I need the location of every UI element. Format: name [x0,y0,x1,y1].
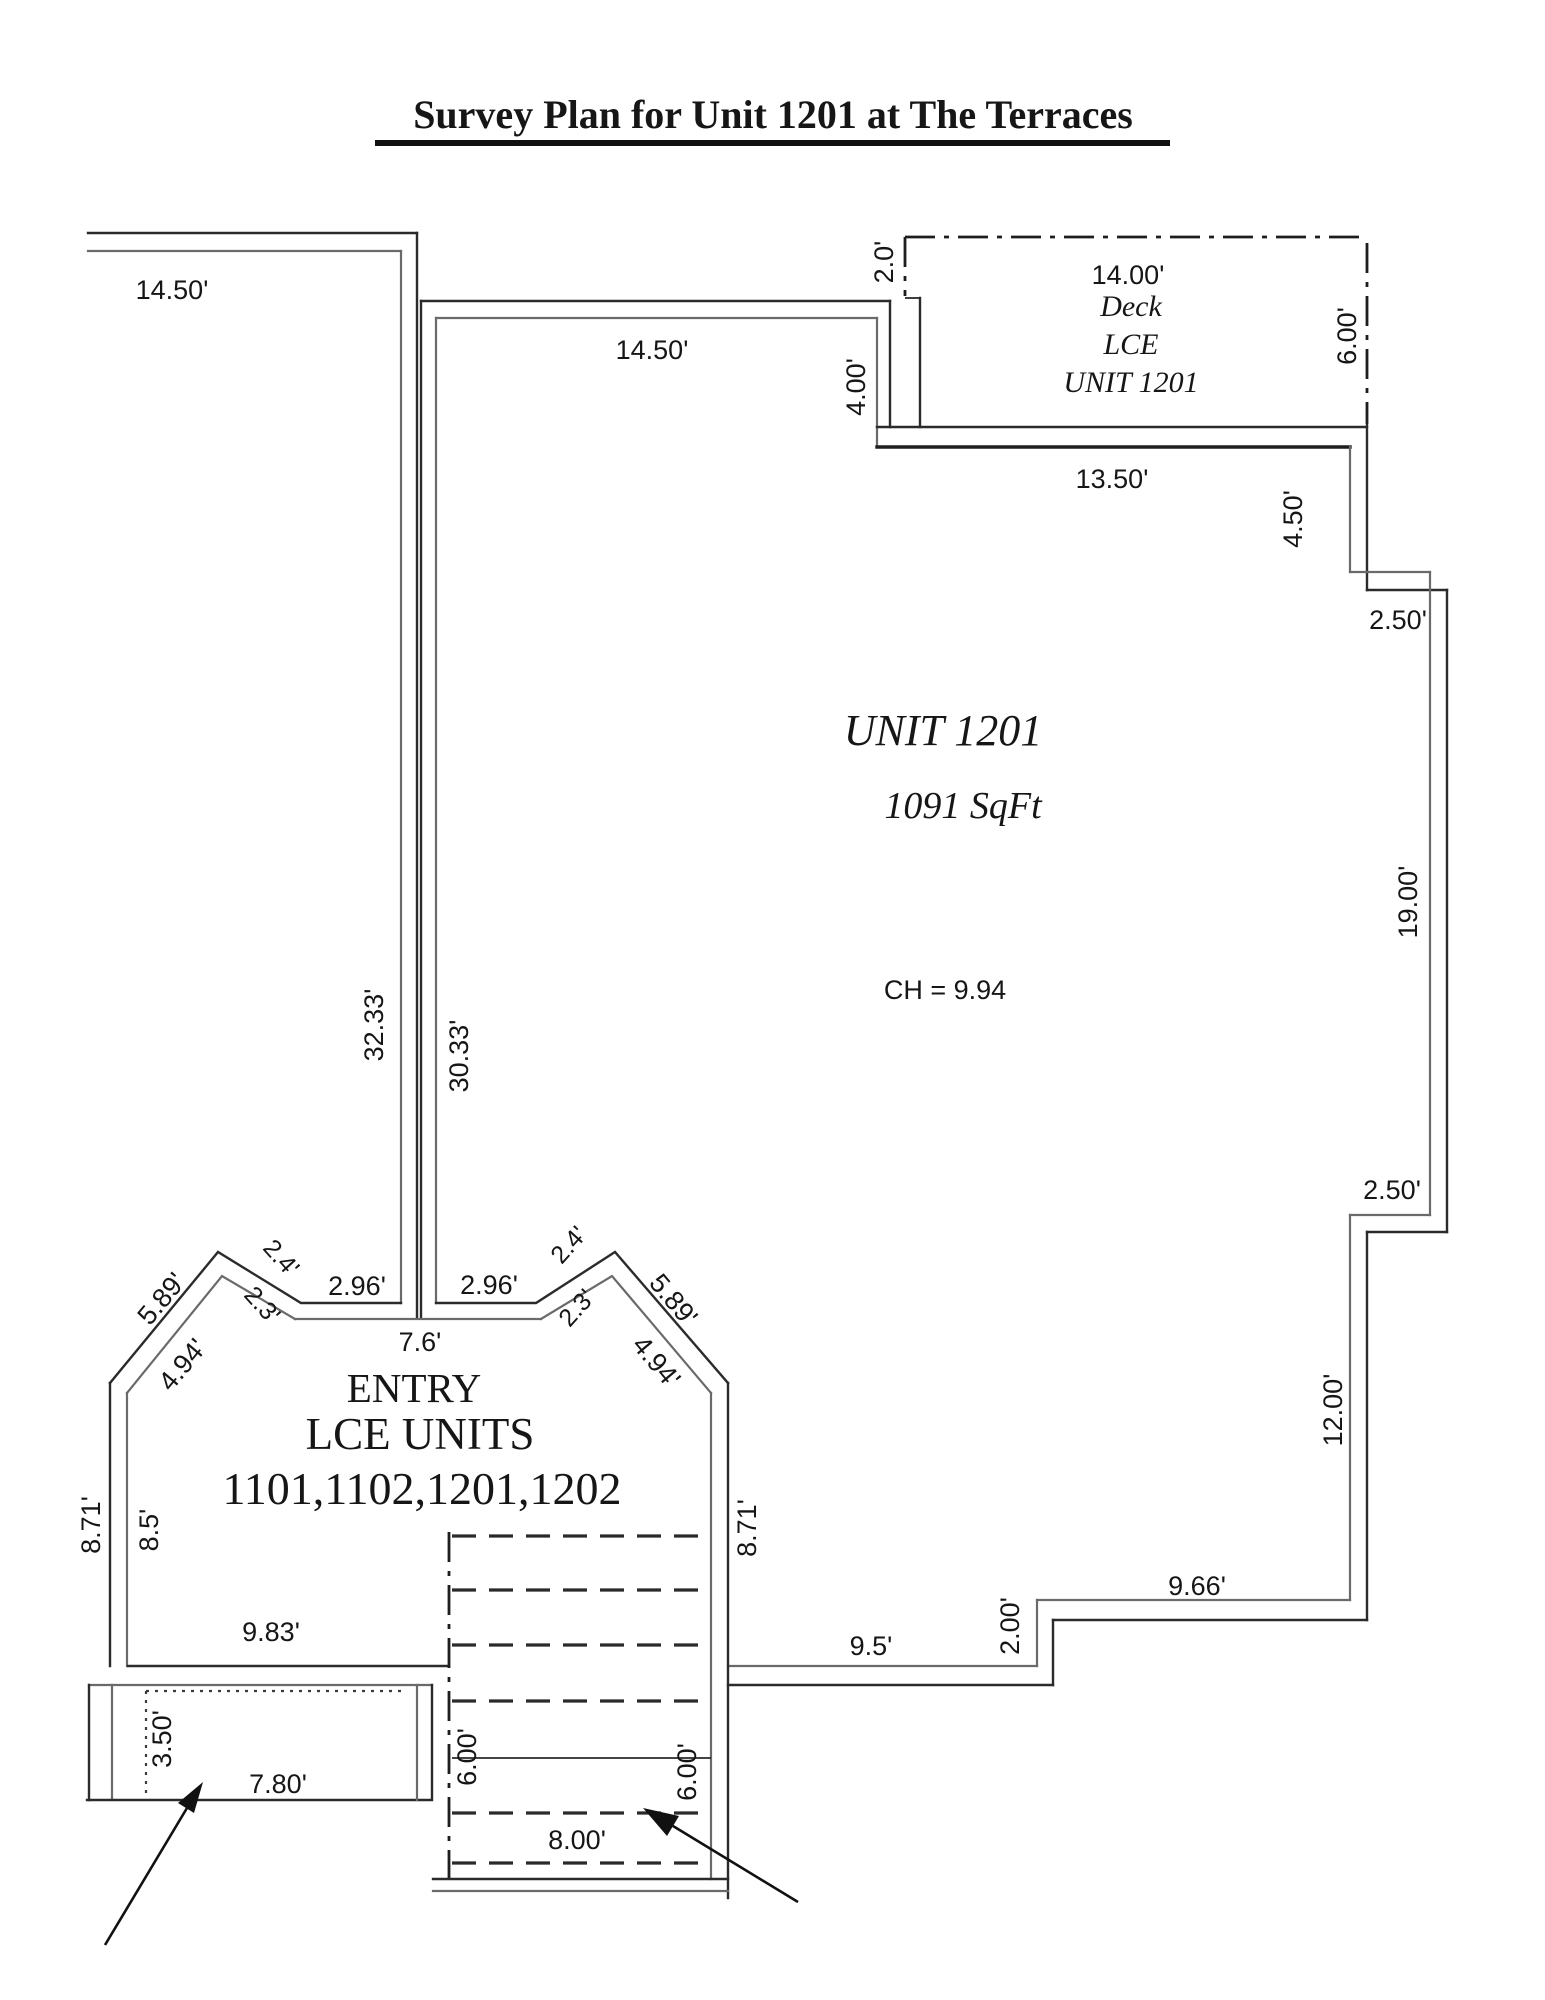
unit-area: 1091 SqFt [884,785,1043,827]
dim-entry-589-right: 5.89' [643,1268,703,1331]
dim-deck-left-400: 4.00' [841,358,871,416]
entry-title-line1: ENTRY [347,1365,481,1411]
deck-label-line3: UNIT 1201 [1063,366,1198,399]
arrow-left-line [103,1807,189,1946]
dim-mid-1450: 14.50' [616,335,689,365]
dim-entry-24-right: 2.4' [545,1221,592,1269]
dim-entry-589-left: 5.89' [132,1267,192,1330]
title-underline [375,140,1170,146]
dim-deck-width-1400: 14.00' [1092,260,1165,290]
dim-left-871: 8.71' [76,1496,106,1554]
dim-entry-494-right: 4.94' [626,1330,686,1393]
unit-ceiling-height: CH = 9.94 [884,975,1006,1005]
entry-chevron-right-outer [434,1250,730,1385]
dim-entry-76: 7.6' [399,1327,442,1357]
dim-983: 9.83' [242,1617,300,1647]
entry-title-line2: LCE UNITS [306,1409,535,1459]
dim-below-deck-1350: 13.50' [1076,464,1149,494]
stairs [431,1532,730,1893]
right-perimeter-walls [726,423,1449,1687]
dim-top-left-1450: 14.50' [136,275,209,305]
dim-780: 7.80' [249,1769,307,1799]
dim-entry-23-right: 2.3' [553,1284,600,1332]
room-labels: Deck LCE UNIT 1201 UNIT 1201 1091 SqFt C… [222,290,1198,1514]
dim-bottom-966: 9.66' [1168,1571,1226,1601]
dim-corridor-right-3033: 30.33' [444,1020,474,1093]
corridor-walls [86,231,892,1320]
entry-walls [108,1250,730,1900]
dim-stair-800: 8.00' [548,1825,606,1855]
deck-label-line2: LCE [1102,328,1158,361]
deck-boundary [903,235,1369,429]
dim-right-871: 8.71' [732,1499,762,1557]
arrow-right-head [643,1808,679,1836]
dim-deck-offset-20: 2.0' [869,241,899,284]
dim-stair-600-left: 6.00' [452,1728,482,1786]
dim-left-85: 8.5' [134,1509,164,1552]
dim-corridor-left-3233: 32.33' [359,989,389,1062]
deck-label-line1: Deck [1099,290,1162,323]
dimension-labels: 14.50' 14.50' 2.0' 4.00' 14.00' 6.00' 13… [76,241,1427,1855]
dim-jog-lower-250: 2.50' [1363,1175,1421,1205]
unit-name: UNIT 1201 [844,706,1042,755]
entry-chevron-left-inner [125,1274,297,1395]
annotation-arrows [103,1782,799,1946]
dim-lower-right-1200: 12.00' [1318,1374,1348,1447]
dim-350: 3.50' [147,1710,177,1768]
dim-step-450: 4.50' [1278,490,1308,548]
dim-jog-upper-250: 2.50' [1369,605,1427,635]
entry-title-line3: 1101,1102,1201,1202 [222,1463,621,1514]
entry-chevron-left-outer [108,1250,403,1385]
dim-step-200: 2.00' [995,1597,1025,1655]
arrow-left-head [178,1782,203,1813]
lower-left-walls [85,1664,451,1802]
dim-deck-right-600: 6.00' [1332,307,1362,365]
dim-stair-600-right: 6.00' [672,1743,702,1801]
page-title: Survey Plan for Unit 1201 at The Terrace… [413,92,1133,137]
dim-entry-296-right: 2.96' [460,1270,518,1300]
dim-right-1900: 19.00' [1393,866,1423,939]
dim-hall-95: 9.5' [850,1631,893,1661]
dim-entry-296-left: 2.96' [328,1271,386,1301]
dim-entry-494-left: 4.94' [153,1333,213,1396]
dim-entry-24-left: 2.4' [257,1234,304,1282]
entry-chevron-right-inner [539,1274,713,1395]
arrow-right-line [672,1824,799,1904]
